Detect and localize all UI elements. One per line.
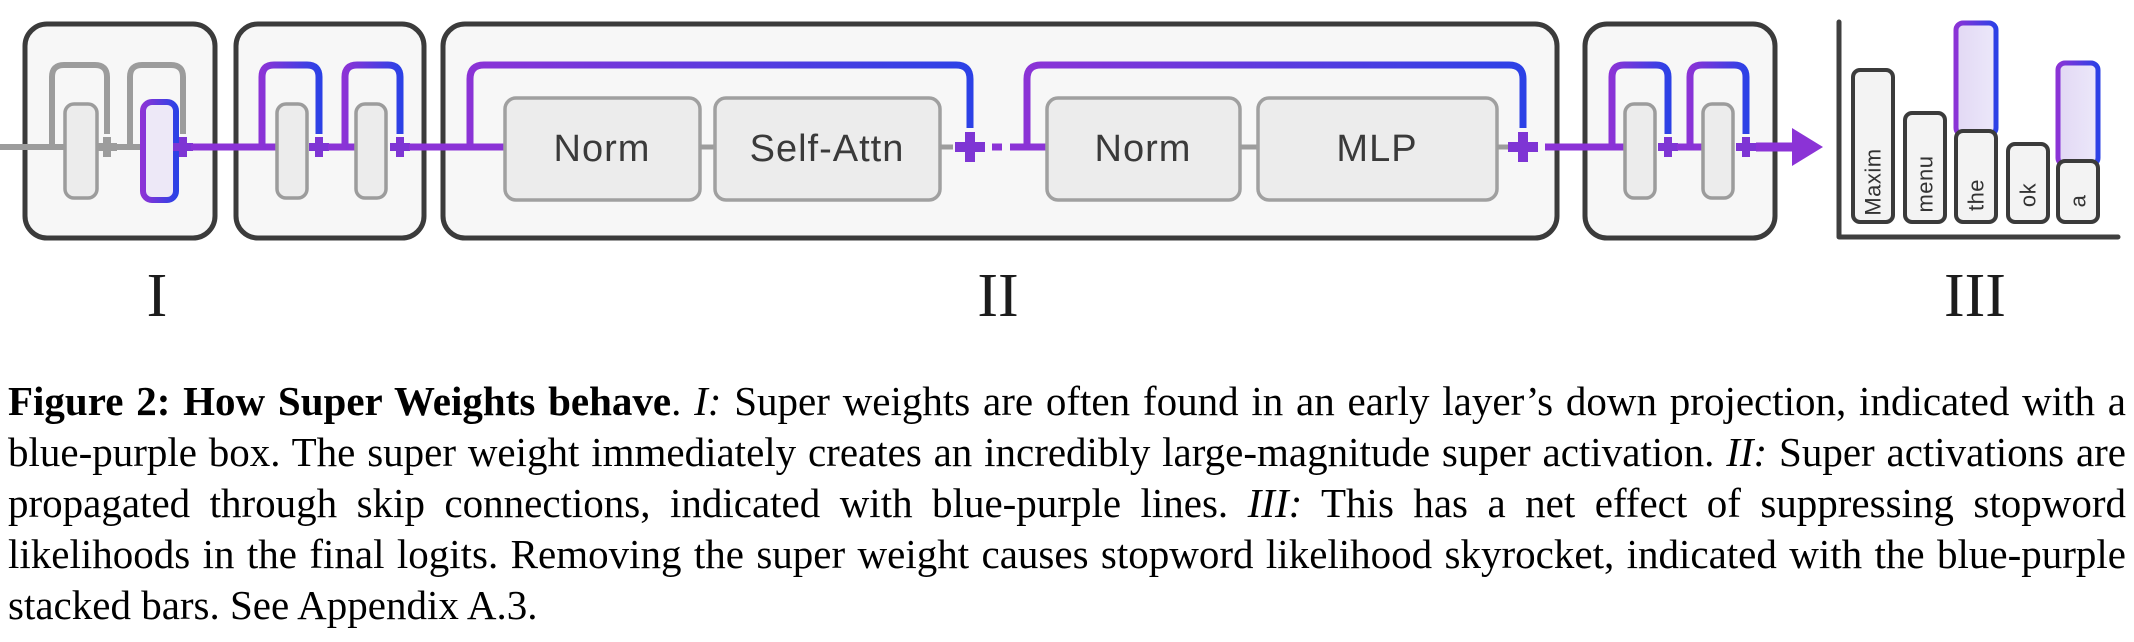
skip-connection-blue-purple <box>1686 61 1750 150</box>
module-box-gray <box>354 102 388 200</box>
norm-label-1: Norm <box>554 128 651 170</box>
bar-ok <box>2006 142 2050 224</box>
residual-add-icon <box>1736 137 1756 157</box>
figure-caption: Figure 2: How Super Weights behave. I: S… <box>8 376 2126 631</box>
section-label-i: I <box>147 262 168 330</box>
bar-label-ok: ok <box>2016 182 2041 207</box>
bar-maxim <box>1851 68 1895 224</box>
residual-add-icon <box>1658 137 1678 157</box>
module-box-gray <box>275 102 309 200</box>
super-weight-box <box>140 99 179 203</box>
caption-text: Super activations are propagated through… <box>8 429 2126 526</box>
caption-roman-i: I: <box>694 378 722 424</box>
section-label-ii: II <box>977 262 1018 330</box>
skip-connection-gray <box>127 62 186 150</box>
residual-add-icon <box>390 137 410 157</box>
skip-connection-blue-purple <box>258 61 323 150</box>
self-attn-label: Self-Attn <box>750 128 905 170</box>
bar-menu <box>1903 111 1947 224</box>
bar-label-a: a <box>2066 194 2091 207</box>
module-box-gray <box>1623 102 1657 200</box>
skip-connection-blue-purple <box>1023 61 1527 150</box>
section-label-iii: III <box>1944 262 2006 330</box>
caption-roman-iii: III: <box>1247 480 1303 526</box>
residual-add-icon <box>309 137 329 157</box>
bar-label-menu: menu <box>1913 155 1938 212</box>
norm-label-2: Norm <box>1095 128 1192 170</box>
bar-label-the: the <box>1964 179 1989 211</box>
bar-label-maxim: Maxim <box>1861 148 1886 215</box>
caption-text: Super weights are often found in an earl… <box>8 378 2127 475</box>
stacked-bar-purple-a <box>2055 60 2101 168</box>
residual-add-icon <box>1508 132 1538 162</box>
caption-figure-title: Figure 2: How Super Weights behave <box>8 378 672 424</box>
flow-arrow-icon <box>1792 128 1823 166</box>
caption-roman-ii: II: <box>1726 429 1768 475</box>
skip-connection-gray <box>49 62 110 150</box>
chart-axes <box>1836 19 2121 240</box>
bar-a <box>2056 159 2100 224</box>
skip-connection-blue-purple <box>1608 61 1672 150</box>
caption-text: This has a net effect of suppressing sto… <box>8 480 2127 628</box>
module-box-gray <box>63 102 99 200</box>
stacked-bar-purple-the <box>1953 20 1999 138</box>
skip-connection-blue-purple <box>466 61 974 150</box>
residual-add-icon <box>955 132 985 162</box>
mlp-label: MLP <box>1336 128 1417 170</box>
skip-connection-blue-purple <box>341 61 404 150</box>
bar-the <box>1954 129 1998 224</box>
caption-text: . <box>671 378 695 424</box>
residual-add-icon <box>173 137 193 157</box>
module-box-gray <box>1701 102 1735 200</box>
figure-diagram: Norm Self-Attn Norm MLP <box>0 19 2121 330</box>
